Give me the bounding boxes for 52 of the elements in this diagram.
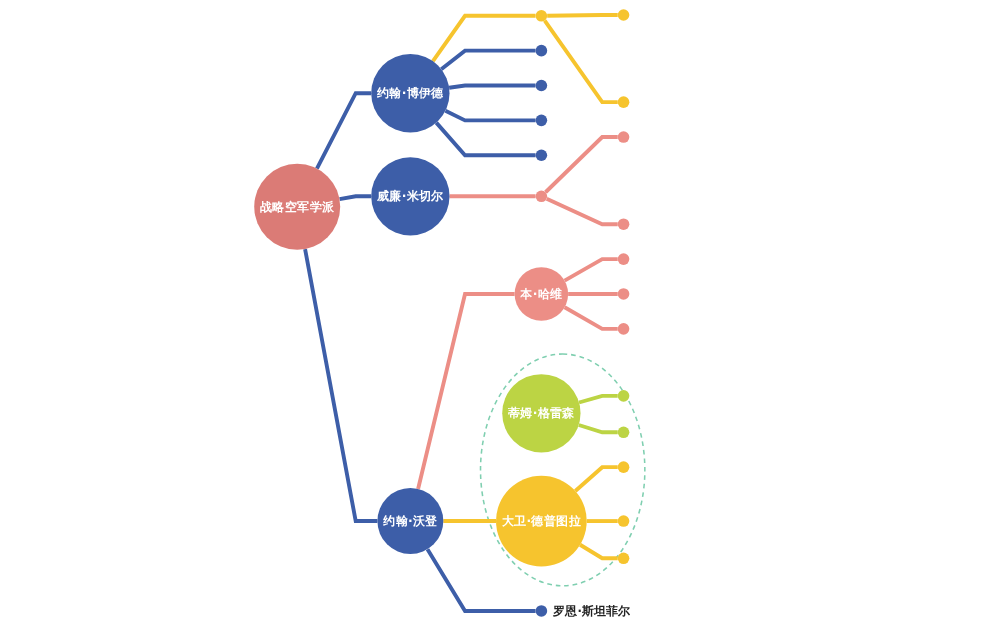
connector	[444, 108, 536, 123]
connector	[546, 13, 618, 18]
connector	[443, 519, 496, 523]
node-circle	[617, 253, 630, 265]
connector	[543, 135, 618, 194]
node-circle	[535, 114, 547, 127]
node-circle: 约翰·博伊德	[370, 54, 450, 133]
connector	[431, 13, 536, 63]
node-circle	[535, 605, 547, 617]
node-circle	[535, 190, 547, 203]
node-circle	[617, 461, 630, 473]
node-circle	[617, 515, 630, 527]
node-circle	[617, 323, 630, 335]
connector	[567, 292, 618, 296]
node-label: 罗恩·斯坦菲尔	[553, 603, 630, 618]
connector	[586, 519, 618, 523]
connector	[542, 19, 618, 105]
node-circle	[617, 9, 630, 21]
connector	[415, 292, 515, 490]
node-circle: 战略空军学派	[253, 163, 340, 250]
node-circle	[617, 390, 630, 402]
connector	[563, 305, 618, 331]
node-circle: 大卫·德普图拉	[495, 475, 587, 567]
connector	[573, 465, 618, 493]
node-circle	[617, 426, 630, 439]
node-circle	[617, 552, 630, 565]
node-circle	[617, 96, 630, 108]
connector	[545, 196, 618, 227]
node-circle: 本·哈维	[514, 267, 568, 321]
node-circle	[617, 288, 630, 300]
connector	[449, 194, 536, 199]
connector	[425, 548, 536, 613]
connector	[448, 83, 536, 90]
node-circle	[617, 131, 630, 143]
cluster	[479, 353, 646, 587]
connector	[314, 91, 371, 170]
connector	[563, 257, 618, 283]
node-circle: 蒂姆·格雷森	[501, 374, 581, 453]
connector	[439, 48, 536, 71]
node-circle	[535, 149, 547, 162]
node-circle	[535, 79, 547, 92]
connector	[578, 543, 618, 561]
node-circle	[535, 9, 547, 22]
connector	[338, 194, 371, 202]
connector	[302, 248, 378, 523]
connector	[578, 393, 618, 405]
connector	[434, 121, 536, 158]
connector	[577, 423, 618, 435]
node-circle: 威廉·米切尔	[370, 157, 450, 236]
node-circle	[617, 218, 630, 231]
node-circle	[535, 44, 547, 57]
node-circle: 约翰·沃登	[377, 488, 444, 554]
